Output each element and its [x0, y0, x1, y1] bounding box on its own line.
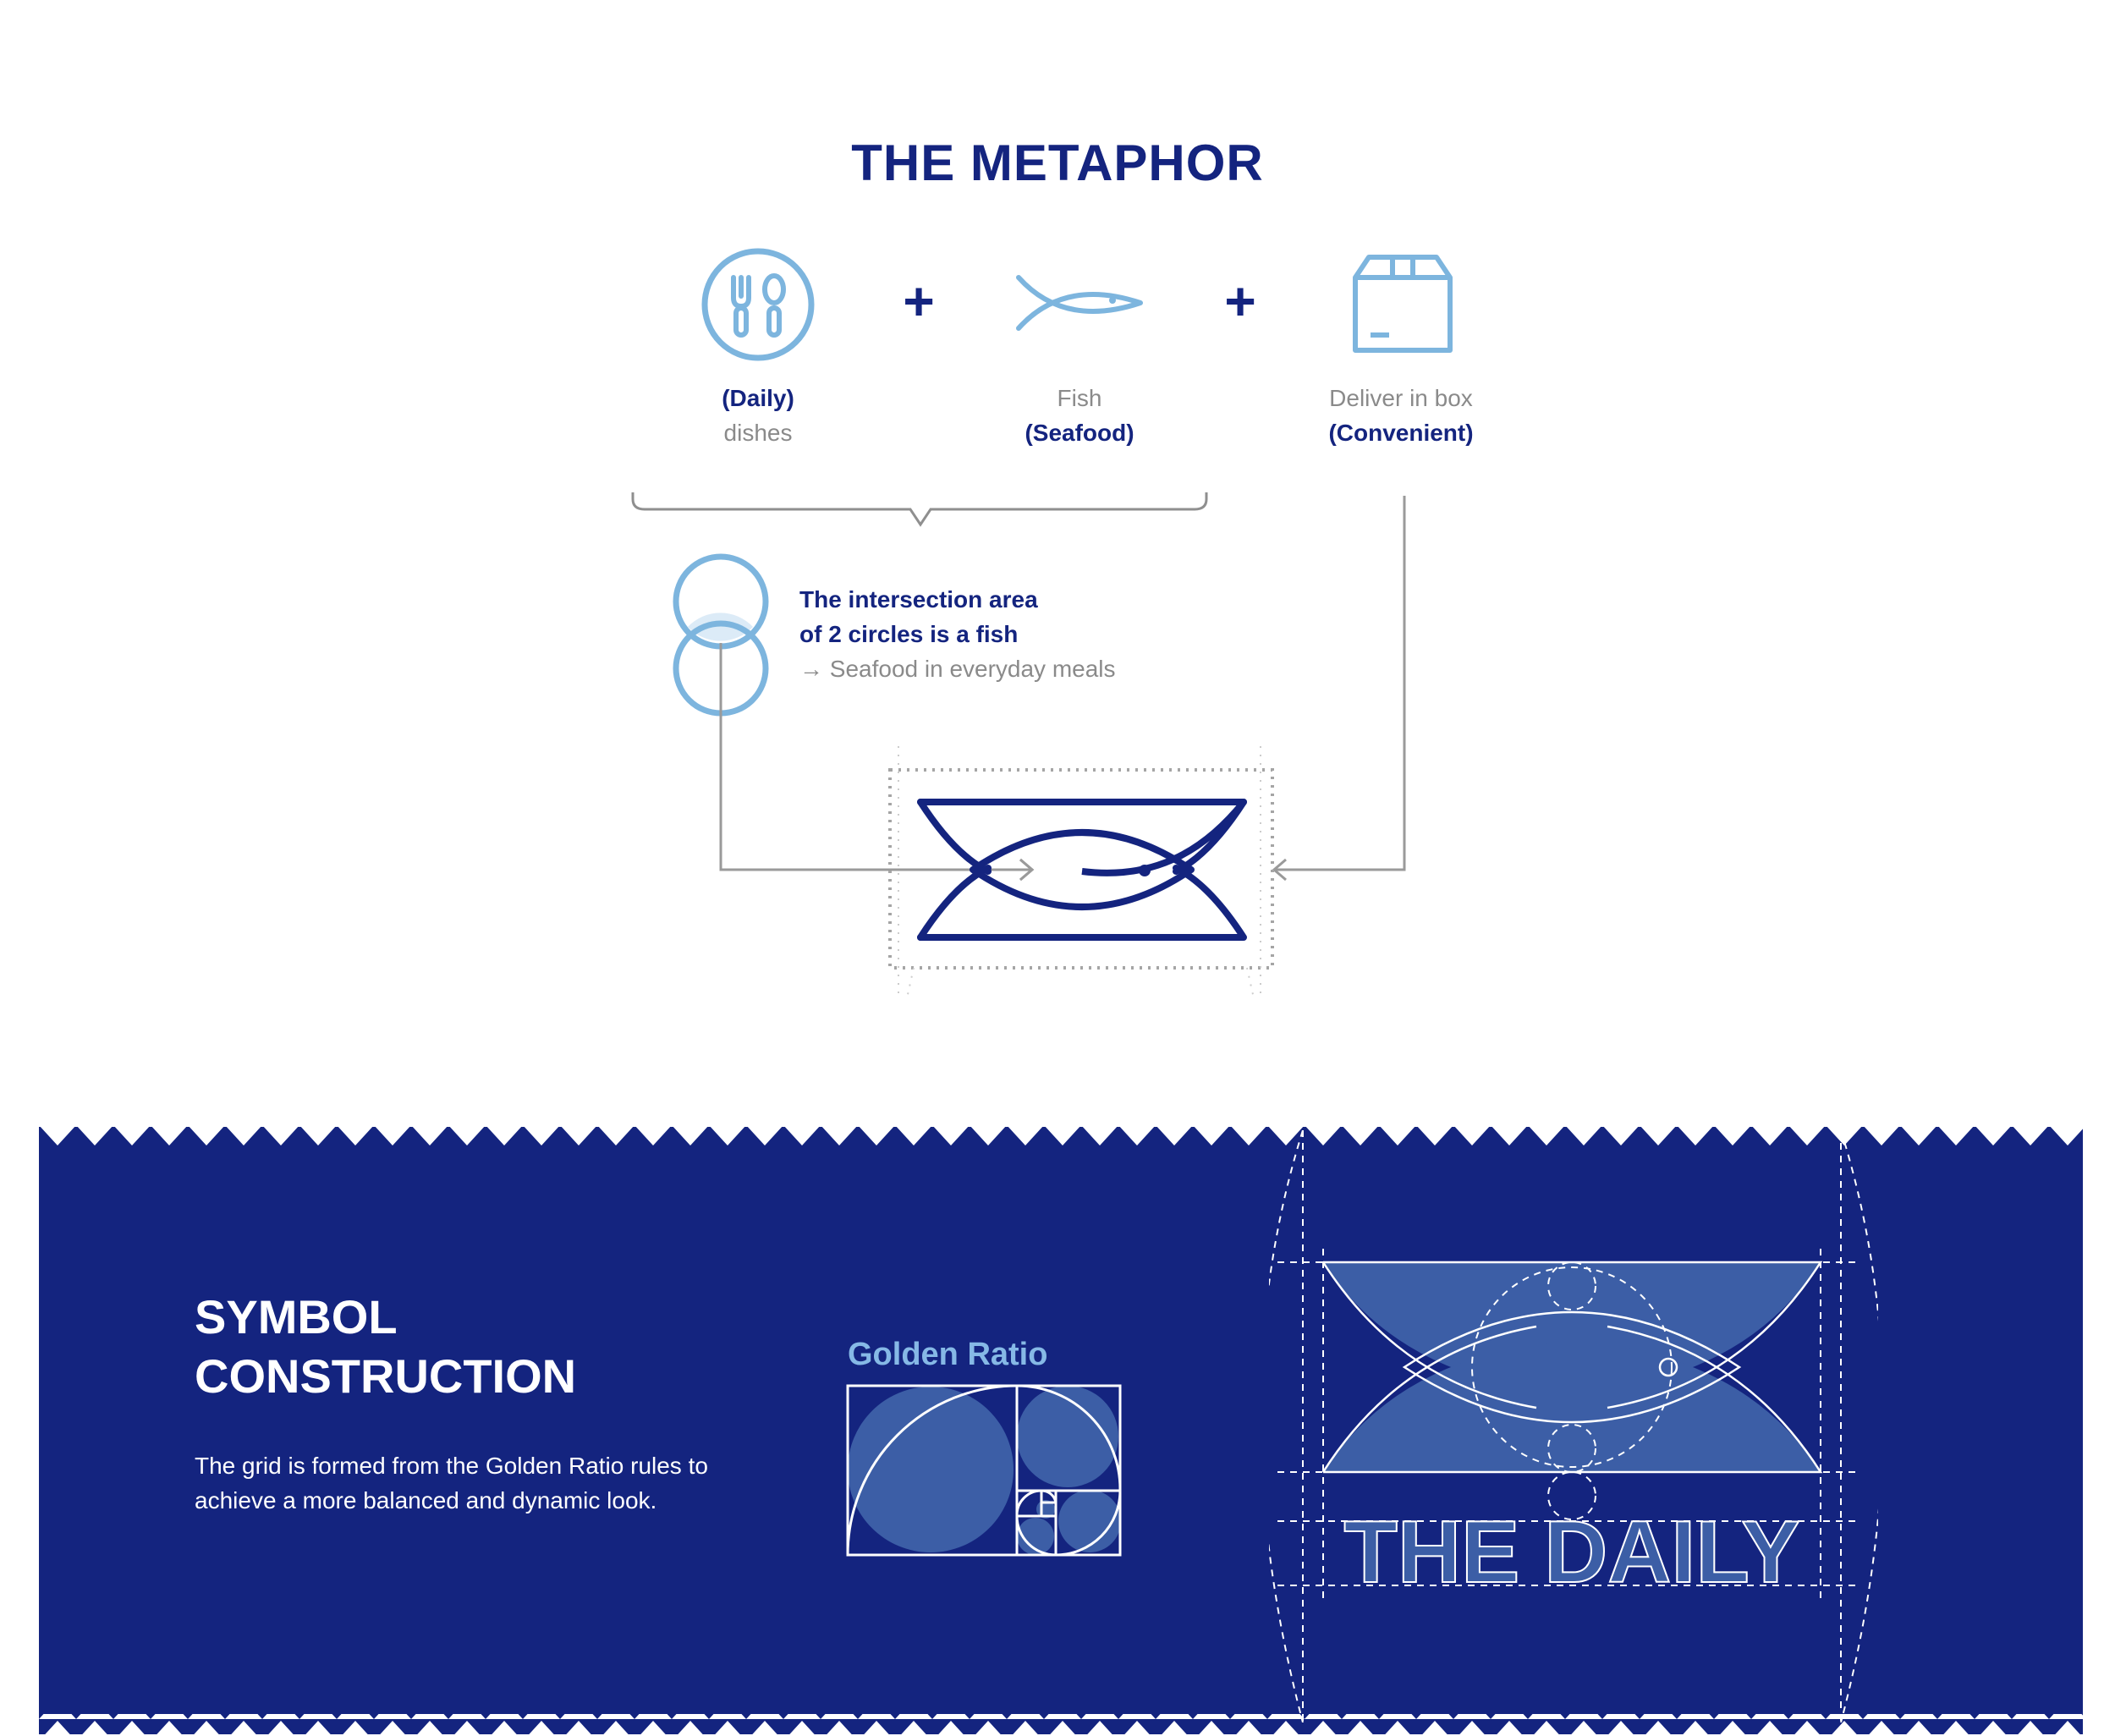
connector-arrow-left	[719, 643, 1030, 871]
zigzag-edges	[39, 1125, 2083, 1736]
caption-daily-dishes: (Daily) dishes	[623, 381, 893, 450]
construction-description: The grid is formed from the Golden Ratio…	[195, 1453, 708, 1514]
caption-deliver-box: Deliver in box (Convenient)	[1266, 381, 1536, 450]
metaphor-diagram	[631, 492, 1406, 999]
plus-sign: +	[903, 271, 935, 332]
caption-daily: (Daily)	[722, 385, 794, 411]
golden-ratio-diagram	[846, 1384, 1122, 1557]
intersection-line-3: → Seafood in everyday meals	[799, 656, 1116, 682]
daily-logo-symbol	[920, 799, 1247, 876]
intersection-line-2: of 2 circles is a fish	[799, 621, 1019, 647]
metaphor-title: THE METAPHOR	[851, 135, 1264, 191]
construction-wordmark: THE DAILY	[1343, 1503, 1799, 1601]
construction-title-line-1: SYMBOL	[195, 1290, 398, 1343]
caption-seafood: (Seafood)	[1025, 420, 1134, 446]
caption-fish: Fish	[1057, 385, 1102, 411]
golden-ratio-label: Golden Ratio	[848, 1337, 1048, 1372]
box-icon	[1353, 255, 1453, 353]
caption-fish-seafood: Fish (Seafood)	[944, 381, 1215, 450]
intersection-description: The intersection area of 2 circles is a …	[799, 582, 1222, 686]
caption-deliver: Deliver in box	[1329, 385, 1473, 411]
caption-convenient: (Convenient)	[1328, 420, 1474, 446]
intersection-line-1: The intersection area	[799, 586, 1038, 613]
plus-sign: +	[1224, 271, 1256, 332]
fish-icon	[1016, 275, 1143, 331]
symbol-construction-grid: THE DAILY	[1269, 1130, 1878, 1722]
construction-title-line-2: CONSTRUCTION	[195, 1349, 577, 1403]
fish-eye	[1139, 865, 1151, 876]
construction-title: SYMBOL CONSTRUCTION	[195, 1288, 787, 1406]
connector-arrow-right	[1276, 496, 1406, 871]
grouping-bracket	[631, 492, 1208, 527]
daily-logo-mark	[917, 799, 1247, 941]
caption-dishes: dishes	[723, 420, 793, 446]
cutlery-icon	[701, 248, 815, 361]
